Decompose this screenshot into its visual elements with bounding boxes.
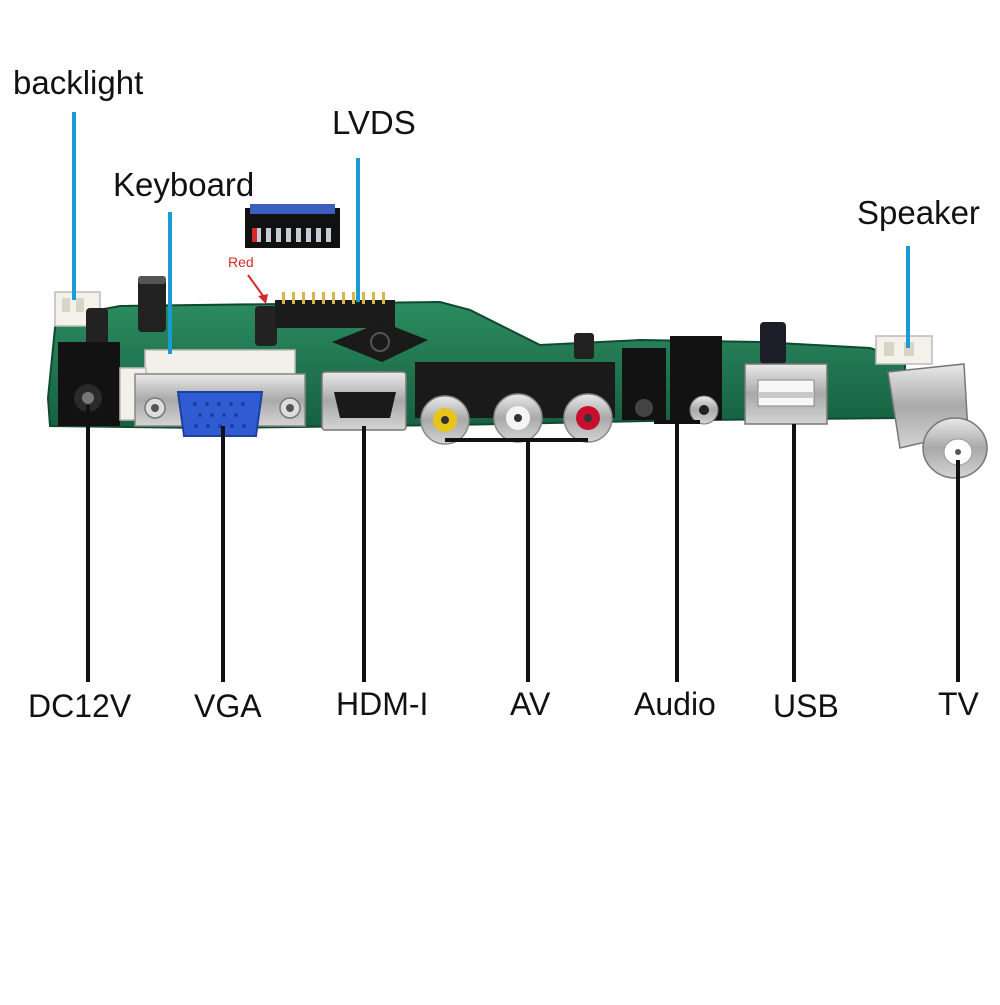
rca-red-jack (563, 393, 613, 443)
main-chip (332, 322, 428, 362)
vga-label: VGA (194, 688, 262, 724)
usb-port (744, 363, 828, 425)
speaker-label: Speaker (857, 194, 980, 231)
capacitor (760, 322, 786, 364)
capacitor (255, 306, 277, 346)
top-callouts (72, 112, 910, 354)
speaker-connector (875, 335, 933, 365)
tv-tuner (887, 363, 988, 479)
hdmi-label: HDM-I (336, 686, 429, 722)
bottom-callouts (86, 405, 960, 682)
lvds-cable-plug (245, 204, 340, 248)
rca-yellow-jack (420, 395, 470, 445)
audio-label: Audio (634, 686, 716, 722)
rca-white-jack (493, 393, 543, 443)
tv-label: TV (938, 686, 979, 722)
av-block (415, 362, 615, 445)
red-wire-label: Red (228, 254, 254, 270)
red-arrow (247, 274, 268, 304)
av-label: AV (510, 686, 551, 722)
audio-jacks (622, 336, 722, 425)
hdmi-port (321, 371, 407, 431)
lvds-pin-header (275, 292, 395, 328)
lvds-label: LVDS (332, 104, 416, 141)
backlight-label: backlight (13, 64, 144, 101)
keyboard-label: Keyboard (113, 166, 255, 203)
capacitor (86, 308, 108, 346)
usb-label: USB (773, 688, 839, 724)
capacitor (574, 333, 594, 359)
vga-port (134, 373, 306, 437)
dc12v-label: DC12V (28, 688, 132, 724)
capacitor (138, 276, 166, 332)
